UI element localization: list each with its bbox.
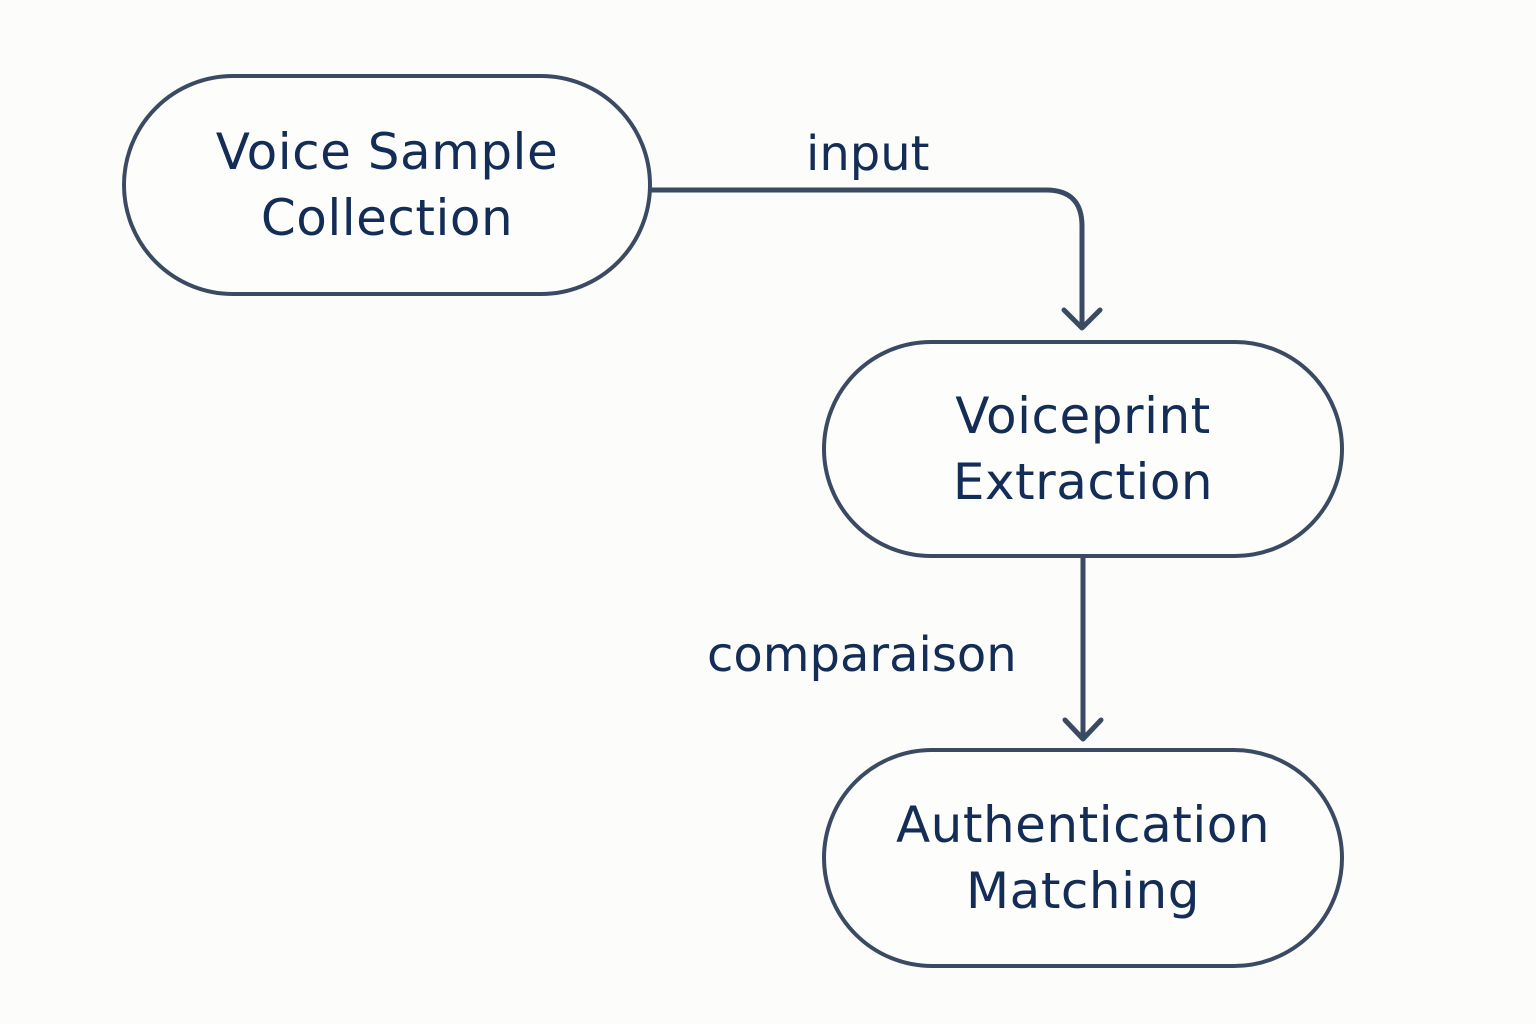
node-voiceprint-extraction: Voiceprint Extraction xyxy=(822,340,1344,558)
node-label-line1: Authentication xyxy=(895,796,1271,854)
edge-label-comparaison: comparaison xyxy=(707,627,1017,683)
node-authentication-matching: Authentication Matching xyxy=(822,748,1344,968)
node-label-line2: Collection xyxy=(260,189,514,247)
edge-input-connector xyxy=(649,187,1085,329)
node-voice-sample-collection: Voice Sample Collection xyxy=(122,74,652,296)
node-label-line2: Matching xyxy=(966,862,1200,920)
node-label-line1: Voiceprint xyxy=(955,387,1211,445)
edge-label-input: input xyxy=(806,126,930,182)
arrowhead-input-icon xyxy=(1061,307,1103,331)
arrowhead-comparaison-icon xyxy=(1062,717,1104,742)
node-label-line2: Extraction xyxy=(952,453,1214,511)
node-label-line1: Voice Sample xyxy=(215,123,559,181)
